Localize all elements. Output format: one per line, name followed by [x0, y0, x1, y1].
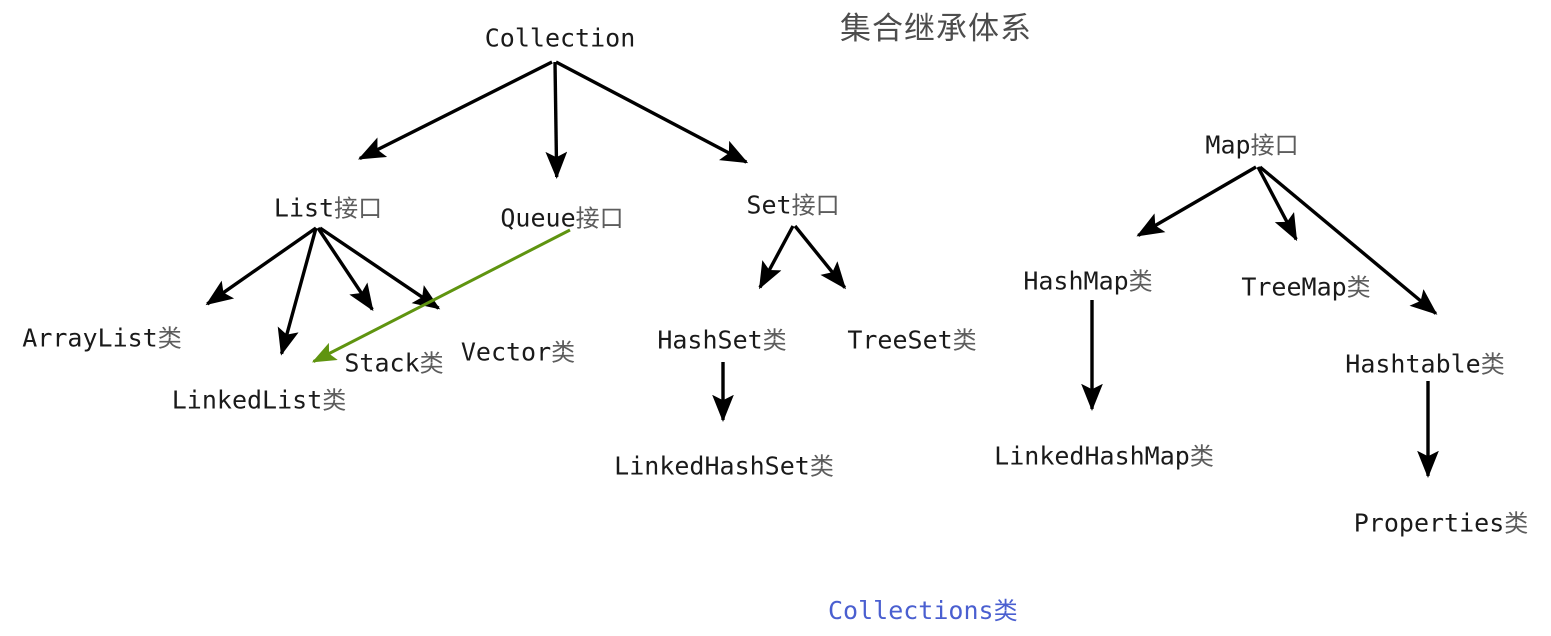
collections-class-label: Collections类 — [828, 598, 1018, 623]
node-label-latin: Map — [1205, 130, 1251, 160]
node-label-latin: LinkedHashSet — [614, 451, 810, 481]
edge-map-treemap — [1256, 166, 1298, 242]
node-label-latin: List — [273, 193, 335, 223]
node-list: List接口 — [274, 196, 382, 221]
node-label-cn: 接口 — [1250, 131, 1299, 160]
node-label-latin: Set — [746, 190, 792, 220]
node-label-latin: Properties — [1353, 508, 1505, 538]
collections-latin: Collections — [828, 596, 994, 625]
node-label-cn: 类 — [1128, 267, 1153, 296]
edge-collection-queue — [545, 61, 568, 179]
node-label-latin: LinkedHashMap — [994, 441, 1190, 471]
node-hashset: HashSet类 — [657, 328, 786, 353]
collections-cn: 类 — [993, 597, 1018, 625]
edge-queue-linkedlist — [311, 228, 571, 363]
node-collection: Collection — [485, 26, 636, 51]
edge-collection-set — [555, 60, 749, 164]
edge-list-stack — [316, 227, 374, 312]
node-vector: Vector类 — [461, 340, 575, 365]
node-linkedhashmap: LinkedHashMap类 — [994, 444, 1214, 469]
node-label-latin: Queue — [500, 203, 576, 233]
edge-map-hashtable — [1258, 165, 1438, 315]
node-treemap: TreeMap类 — [1241, 275, 1370, 300]
node-label-latin: ArrayList — [22, 323, 158, 353]
node-linkedlist: LinkedList类 — [172, 388, 347, 413]
node-label-cn: 类 — [1189, 442, 1214, 471]
node-label-cn: 类 — [762, 326, 787, 355]
node-label-latin: TreeSet — [847, 325, 953, 355]
node-label-latin: HashSet — [657, 325, 763, 355]
edge-collection-list — [358, 60, 553, 161]
node-label-cn: 类 — [551, 338, 576, 367]
node-stack: Stack类 — [344, 351, 443, 376]
node-label-cn: 类 — [1346, 273, 1371, 302]
node-hashtable: Hashtable类 — [1345, 352, 1504, 377]
edge-list-arraylist — [205, 226, 317, 306]
node-label-cn: 类 — [419, 349, 444, 378]
edge-set-treeset — [793, 224, 847, 290]
node-linkedhashset: LinkedHashSet类 — [614, 454, 834, 479]
edge-set-hashset — [758, 225, 795, 290]
node-label-cn: 类 — [1504, 509, 1529, 538]
edge-list-vector — [319, 226, 441, 310]
node-label-latin: Vector — [460, 337, 552, 367]
node-map: Map接口 — [1205, 133, 1298, 158]
node-label-cn: 类 — [952, 326, 977, 355]
node-label-cn: 类 — [322, 386, 347, 415]
node-arraylist: ArrayList类 — [22, 326, 181, 351]
node-label-cn: 类 — [157, 324, 182, 353]
edge-map-hashmap — [1136, 165, 1257, 237]
edge-list-linkedlist — [277, 227, 318, 356]
page-title: 集合继承体系 — [840, 11, 1032, 47]
node-label-latin: Hashtable — [1345, 349, 1481, 379]
node-label-cn: 接口 — [334, 194, 383, 223]
node-set: Set接口 — [746, 193, 839, 218]
node-label-latin: Stack — [344, 348, 420, 378]
node-hashmap: HashMap类 — [1023, 269, 1152, 294]
node-label-latin: LinkedList — [171, 385, 323, 415]
node-label-cn: 类 — [809, 452, 834, 481]
node-treeset: TreeSet类 — [847, 328, 976, 353]
node-label-latin: TreeMap — [1241, 272, 1347, 302]
node-label-cn: 接口 — [575, 204, 624, 233]
node-label-latin: Collection — [484, 23, 636, 53]
node-label-latin: HashMap — [1023, 266, 1129, 296]
node-label-cn: 类 — [1480, 350, 1505, 379]
node-queue: Queue接口 — [500, 206, 623, 231]
node-label-cn: 接口 — [791, 191, 840, 220]
node-properties: Properties类 — [1354, 511, 1529, 536]
